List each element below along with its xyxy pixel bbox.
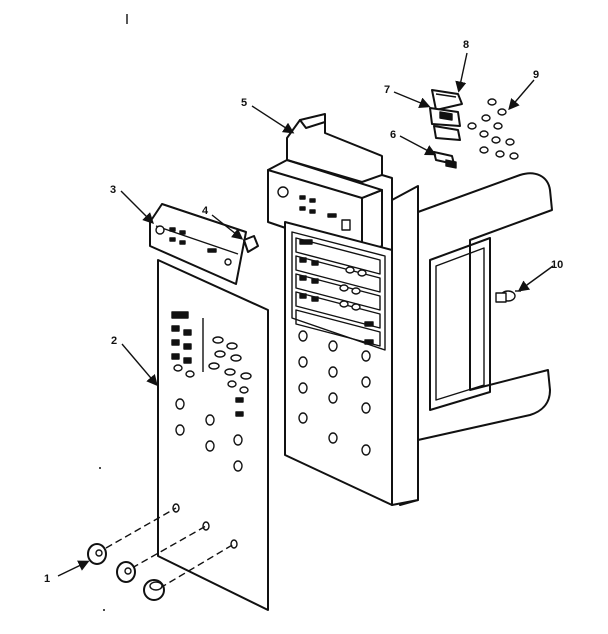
- callout-1-leader: [57, 560, 90, 577]
- callout-2-leader: [121, 343, 158, 387]
- bulbs-part-9: [467, 98, 519, 160]
- callout-6-label: 6: [390, 129, 396, 141]
- callout-9-label: 9: [533, 69, 539, 81]
- callout-1-label: 1: [44, 573, 50, 585]
- callout-2-label: 2: [111, 335, 117, 347]
- knobs-part-1: [87, 507, 235, 601]
- callout-5-label: 5: [241, 97, 247, 109]
- callout-6-leader: [399, 135, 437, 156]
- control-housing-part: [267, 113, 419, 506]
- callout-3-label: 3: [110, 184, 116, 196]
- callout-10-leader: [517, 265, 554, 292]
- callout-8-label: 8: [463, 39, 469, 51]
- callout-9-leader: [508, 79, 535, 111]
- callout-4-leader: [211, 214, 244, 240]
- callout-7-label: 7: [384, 84, 390, 96]
- clip-part-10: [495, 290, 521, 303]
- callout-3-leader: [120, 190, 154, 224]
- fuse-part-6: [433, 151, 457, 169]
- switch-part-7: [429, 107, 461, 141]
- callout-4-label: 4: [202, 205, 209, 217]
- display-plate-part: [149, 203, 247, 285]
- callout-10-label: 10: [551, 259, 563, 271]
- stray-dot: [103, 609, 105, 611]
- button-part-4: [243, 235, 259, 253]
- callout-7-leader: [393, 91, 431, 108]
- callout-5-leader: [251, 105, 295, 134]
- callout-8-leader: [455, 52, 468, 93]
- front-panel-part: [157, 259, 269, 611]
- stray-dot: [99, 467, 101, 469]
- relay-part-8: [431, 89, 463, 111]
- side-bracket-part: [399, 172, 553, 506]
